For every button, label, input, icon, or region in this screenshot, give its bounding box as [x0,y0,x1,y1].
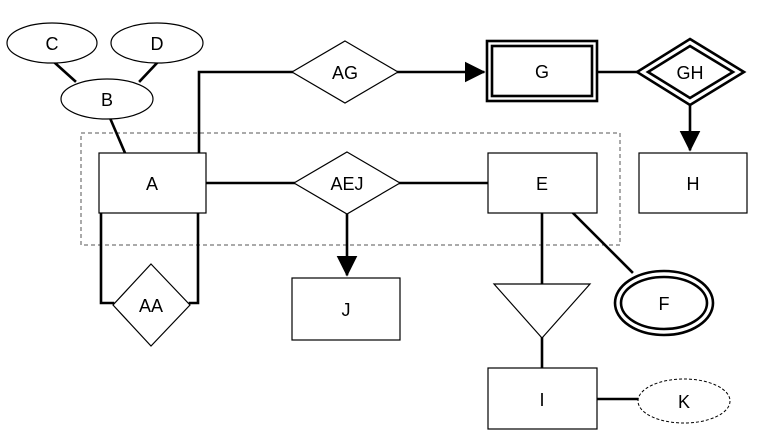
entity-a-label: A [146,174,158,194]
relationship-aa-label: AA [139,296,163,316]
entity-g-weak[interactable]: G [485,39,599,103]
relationship-aej[interactable]: AEJ [292,151,402,215]
entity-e-label: E [536,174,548,194]
entity-i-label: I [539,390,544,410]
entity-e[interactable]: E [487,152,598,214]
isa-triangle[interactable] [492,283,592,339]
relationship-gh-identifying[interactable]: GH [634,37,747,107]
attribute-c-label: C [46,34,59,54]
connector-e-f [571,211,634,274]
relationship-gh-label: GH [677,63,704,83]
attribute-d[interactable]: D [110,22,204,64]
relationship-ag-label: AG [332,63,358,83]
entity-j-label: J [342,300,351,320]
attribute-f-multivalued[interactable]: F [613,269,715,337]
relationship-aa[interactable]: AA [112,263,191,347]
relationship-aej-label: AEJ [330,174,363,194]
connector-a-aa-right [188,211,200,305]
attribute-k-derived[interactable]: K [637,378,731,424]
connector-c-b [53,61,77,83]
relationship-ag[interactable]: AG [290,40,400,104]
entity-a[interactable]: A [98,152,207,214]
attribute-b-label: B [101,90,113,110]
attribute-b[interactable]: B [60,78,154,120]
connector-a-aa-left [99,211,115,305]
connector-b-a [108,116,127,155]
entity-i[interactable]: I [487,367,598,430]
entity-j[interactable]: J [291,277,401,341]
attribute-k-label: K [678,392,690,412]
connector-a-ag [197,70,294,155]
aggregation-box [80,132,621,246]
entity-h-label: H [687,174,700,194]
entity-g-label: G [535,62,549,82]
connector-lines [53,61,701,401]
attribute-f-label: F [659,294,670,314]
attribute-c[interactable]: C [6,22,98,64]
attribute-d-label: D [151,34,164,54]
entity-h[interactable]: H [638,152,748,214]
connector-d-b [138,61,159,83]
